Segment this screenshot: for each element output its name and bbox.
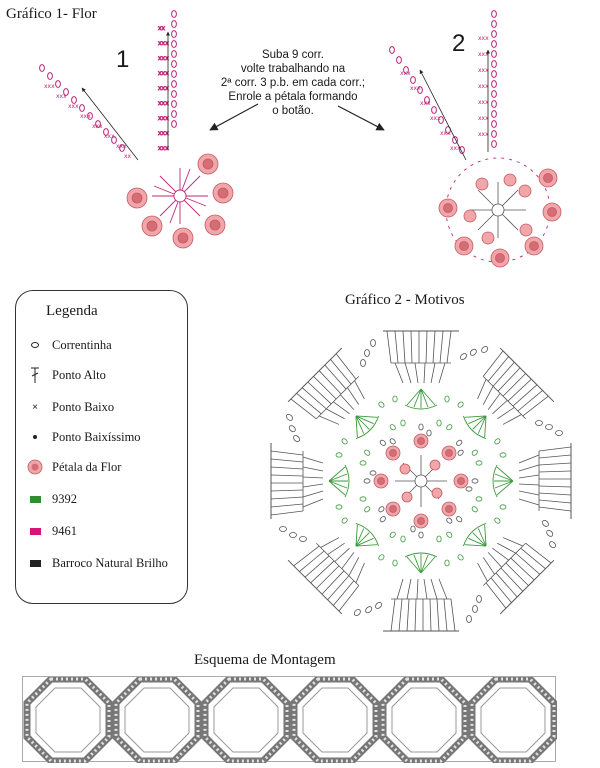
flower-petals-2 bbox=[438, 168, 562, 268]
motif-diagram bbox=[270, 330, 572, 632]
svg-text:xxx: xxx bbox=[478, 115, 489, 122]
flower-petals bbox=[126, 153, 234, 249]
svg-text:xxx: xxx bbox=[478, 131, 489, 138]
assembly-strip bbox=[22, 676, 556, 762]
arrow-left bbox=[209, 103, 259, 131]
assembly-motif bbox=[294, 679, 376, 761]
legend-label: 9392 bbox=[52, 491, 77, 506]
svg-text:xxx: xxx bbox=[478, 83, 489, 90]
svg-text:xxx: xxx bbox=[158, 55, 169, 62]
center-rosette bbox=[470, 182, 526, 238]
chart2-title: Gráfico 2 - Motivos bbox=[345, 292, 465, 308]
legend-item-single-crochet: × Ponto Baixo bbox=[24, 397, 114, 417]
assembly-motif bbox=[472, 679, 554, 761]
svg-text:xxx: xxx bbox=[158, 40, 169, 47]
assembly-motif bbox=[205, 679, 287, 761]
petal-chain-vertical bbox=[171, 10, 177, 128]
svg-text:xxx: xxx bbox=[44, 83, 55, 90]
svg-text:xxx: xxx bbox=[430, 115, 441, 122]
legend-label: Barroco Natural Brilho bbox=[52, 555, 168, 570]
svg-text:xxx: xxx bbox=[92, 123, 103, 130]
motif-petals bbox=[373, 433, 469, 529]
svg-text:xxx: xxx bbox=[104, 133, 115, 140]
legend-item-slip-stitch: Ponto Baixíssimo bbox=[24, 427, 141, 447]
svg-text:xxx: xxx bbox=[478, 35, 489, 42]
assembly-octagons bbox=[23, 677, 557, 763]
svg-text:xxx: xxx bbox=[420, 100, 431, 107]
legend-label: 9461 bbox=[52, 523, 77, 538]
svg-text:xxx: xxx bbox=[80, 113, 91, 120]
double-crochet-icon bbox=[24, 366, 46, 384]
legend-title: Legenda bbox=[46, 303, 98, 319]
svg-text:xxx: xxx bbox=[158, 85, 169, 92]
slip-stitch-icon bbox=[24, 433, 46, 441]
chain-stitch-icon bbox=[24, 340, 46, 350]
instruction-line: Suba 9 corr. bbox=[261, 49, 324, 61]
legend-label: Ponto Alto bbox=[52, 367, 106, 382]
petal-chain-diagonal bbox=[39, 64, 125, 152]
assembly-motif bbox=[27, 679, 109, 761]
svg-text:xxx: xxx bbox=[400, 70, 411, 77]
svg-text:xxx: xxx bbox=[478, 99, 489, 106]
svg-text:xxx: xxx bbox=[56, 93, 67, 100]
black-swatch-icon bbox=[24, 559, 46, 567]
instructions-text: Suba 9 corr. volte trabalhando na 2ª cor… bbox=[208, 48, 378, 118]
green-swatch-icon bbox=[24, 495, 46, 503]
legend-label: Correntinha bbox=[52, 337, 112, 352]
svg-text:xxx: xxx bbox=[440, 130, 451, 137]
instruction-arrows bbox=[209, 103, 385, 131]
legend-box: Legenda Correntinha Ponto Alto × Ponto B… bbox=[15, 290, 188, 604]
legend-item-petal: Pétala da Flor bbox=[24, 457, 121, 477]
instruction-line: o botão. bbox=[272, 105, 314, 117]
svg-text:xxx: xxx bbox=[478, 67, 489, 74]
instruction-line: Enrole a pétala formando bbox=[228, 91, 358, 103]
step-number-1: 1 bbox=[116, 46, 130, 73]
legend-label: Ponto Baixo bbox=[52, 399, 115, 414]
instruction-line: volte trabalhando na bbox=[240, 63, 346, 75]
motif-segment bbox=[360, 330, 459, 437]
legend-item-double-crochet: Ponto Alto bbox=[24, 365, 106, 385]
svg-text:xxx: xxx bbox=[158, 130, 169, 137]
svg-text:xxx: xxx bbox=[68, 103, 79, 110]
svg-text:xxx: xxx bbox=[450, 145, 461, 152]
svg-text:xxx: xxx bbox=[116, 143, 127, 150]
assembly-motif bbox=[116, 679, 198, 761]
petal-icon bbox=[24, 459, 46, 475]
single-crochet-icon: × bbox=[32, 401, 38, 413]
legend-item-black: Barroco Natural Brilho bbox=[24, 553, 168, 573]
chart1-title: Gráfico 1- Flor bbox=[6, 6, 97, 22]
svg-text:xxx: xxx bbox=[158, 100, 169, 107]
legend-label: Ponto Baixíssimo bbox=[52, 429, 141, 444]
flower-center bbox=[152, 168, 208, 224]
svg-text:xxx: xxx bbox=[410, 85, 421, 92]
arrow-right bbox=[337, 105, 385, 131]
svg-text:xxx: xxx bbox=[158, 145, 169, 152]
legend-item-chain: Correntinha bbox=[24, 335, 112, 355]
legend-item-green: 9392 bbox=[24, 489, 77, 509]
step-number-2: 2 bbox=[452, 30, 466, 57]
svg-text:xxx: xxx bbox=[158, 115, 169, 122]
svg-text:xx: xx bbox=[158, 25, 166, 32]
svg-text:xxx: xxx bbox=[158, 70, 169, 77]
legend-item-magenta: 9461 bbox=[24, 521, 77, 541]
flower-diagram-2: xxx xxx xxx xxx xxx xxx xxx xxx xxx xxx xxx xxx… bbox=[389, 10, 562, 268]
svg-text:xxx: xxx bbox=[478, 51, 489, 58]
instruction-line: 2ª corr. 3 p.b. em cada corr.; bbox=[220, 77, 366, 89]
magenta-swatch-icon bbox=[24, 527, 46, 535]
assembly-motif bbox=[383, 679, 465, 761]
svg-text:xx: xx bbox=[124, 153, 132, 160]
legend-label: Pétala da Flor bbox=[52, 459, 122, 474]
assembly-title: Esquema de Montagem bbox=[194, 652, 336, 668]
